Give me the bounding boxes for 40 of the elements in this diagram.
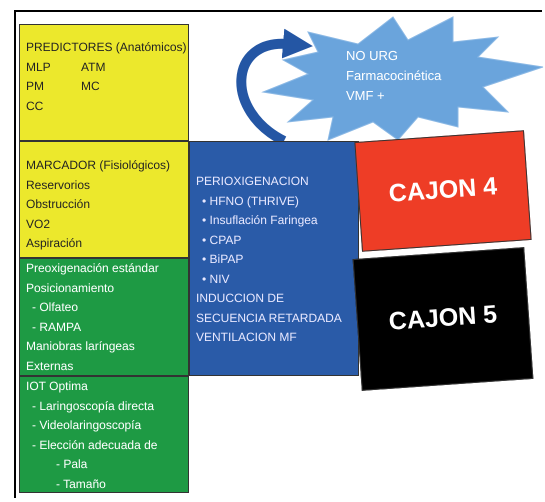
heading-text: PERIOXIGENACION: [196, 173, 310, 190]
list-item: • NIV: [202, 270, 231, 288]
list-item: Posicionamiento: [26, 280, 116, 296]
list-item: MC: [81, 78, 100, 95]
callout-text: VMF +: [346, 87, 386, 105]
heading-text: PREDICTORES (Anatómicos): [26, 39, 186, 56]
list-item: INDUCCION DE SECUENCIA RETARDADA: [196, 290, 343, 326]
info-panel: [19, 258, 189, 376]
title-text: CAJON 4: [388, 178, 498, 204]
list-item: - Videolaringoscopía: [32, 417, 142, 434]
info-panel: [19, 141, 189, 258]
list-item: Reservorios: [26, 176, 92, 194]
list-item: - Olfateo: [32, 299, 80, 316]
info-panel: [19, 24, 189, 141]
list-item: ATM: [81, 58, 106, 76]
info-panel: [19, 376, 189, 493]
list-item: • CPAP: [202, 232, 242, 248]
list-item: • BiPAP: [202, 251, 244, 268]
title-text: CAJON 5: [388, 306, 498, 332]
list-item: - Elección adecuada de: [32, 436, 158, 454]
heading-text: IOT Optima: [26, 378, 89, 395]
list-item: VENTILACION MF: [196, 329, 298, 346]
list-item: MLP: [26, 58, 51, 76]
list-item: VO2: [26, 216, 52, 232]
list-item: • HFNO (THRIVE): [202, 192, 300, 210]
list-item: Maniobras laríngeas Externas: [26, 338, 136, 374]
list-item: - Tamaño: [56, 476, 107, 492]
callout-text: Farmacocinética: [346, 67, 442, 85]
list-item: • Insuflación Faringea: [202, 212, 319, 229]
heading-text: MARCADOR (Fisiológicos): [26, 157, 172, 174]
list-item: Obstrucción: [26, 196, 92, 213]
list-item: - Laringoscopía directa: [32, 398, 156, 414]
list-item: CC: [26, 98, 44, 114]
callout-text: NO URG: [346, 47, 399, 65]
list-item: - RAMPA: [32, 318, 82, 336]
list-item: PM: [26, 78, 44, 95]
list-item: - Pala: [56, 456, 88, 473]
list-item: Aspiración: [26, 235, 84, 252]
heading-text: Preoxigenación estándar: [26, 260, 160, 277]
info-panel: [189, 141, 359, 376]
